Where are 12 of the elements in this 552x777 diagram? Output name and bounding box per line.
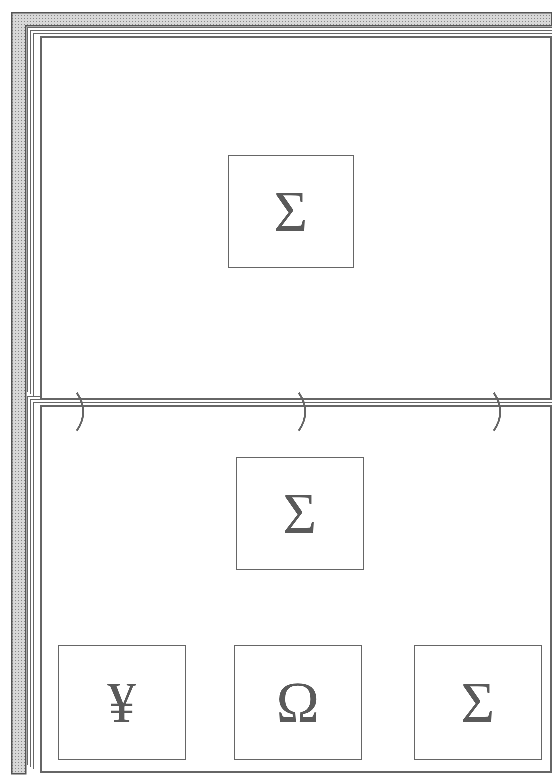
symbol-box: [234, 645, 362, 760]
symbol-box: [236, 457, 364, 570]
symbol-label: Σ: [461, 674, 495, 732]
symbol-box: [228, 155, 354, 268]
page-panel: [40, 36, 552, 400]
symbol-label: Σ: [274, 182, 308, 240]
symbol-label: Σ: [283, 484, 317, 542]
page-panel: [40, 405, 552, 773]
symbol-label: Ω: [276, 674, 320, 732]
symbol-label: ¥: [108, 674, 136, 732]
symbol-box: [414, 645, 542, 760]
symbol-box: [58, 645, 186, 760]
